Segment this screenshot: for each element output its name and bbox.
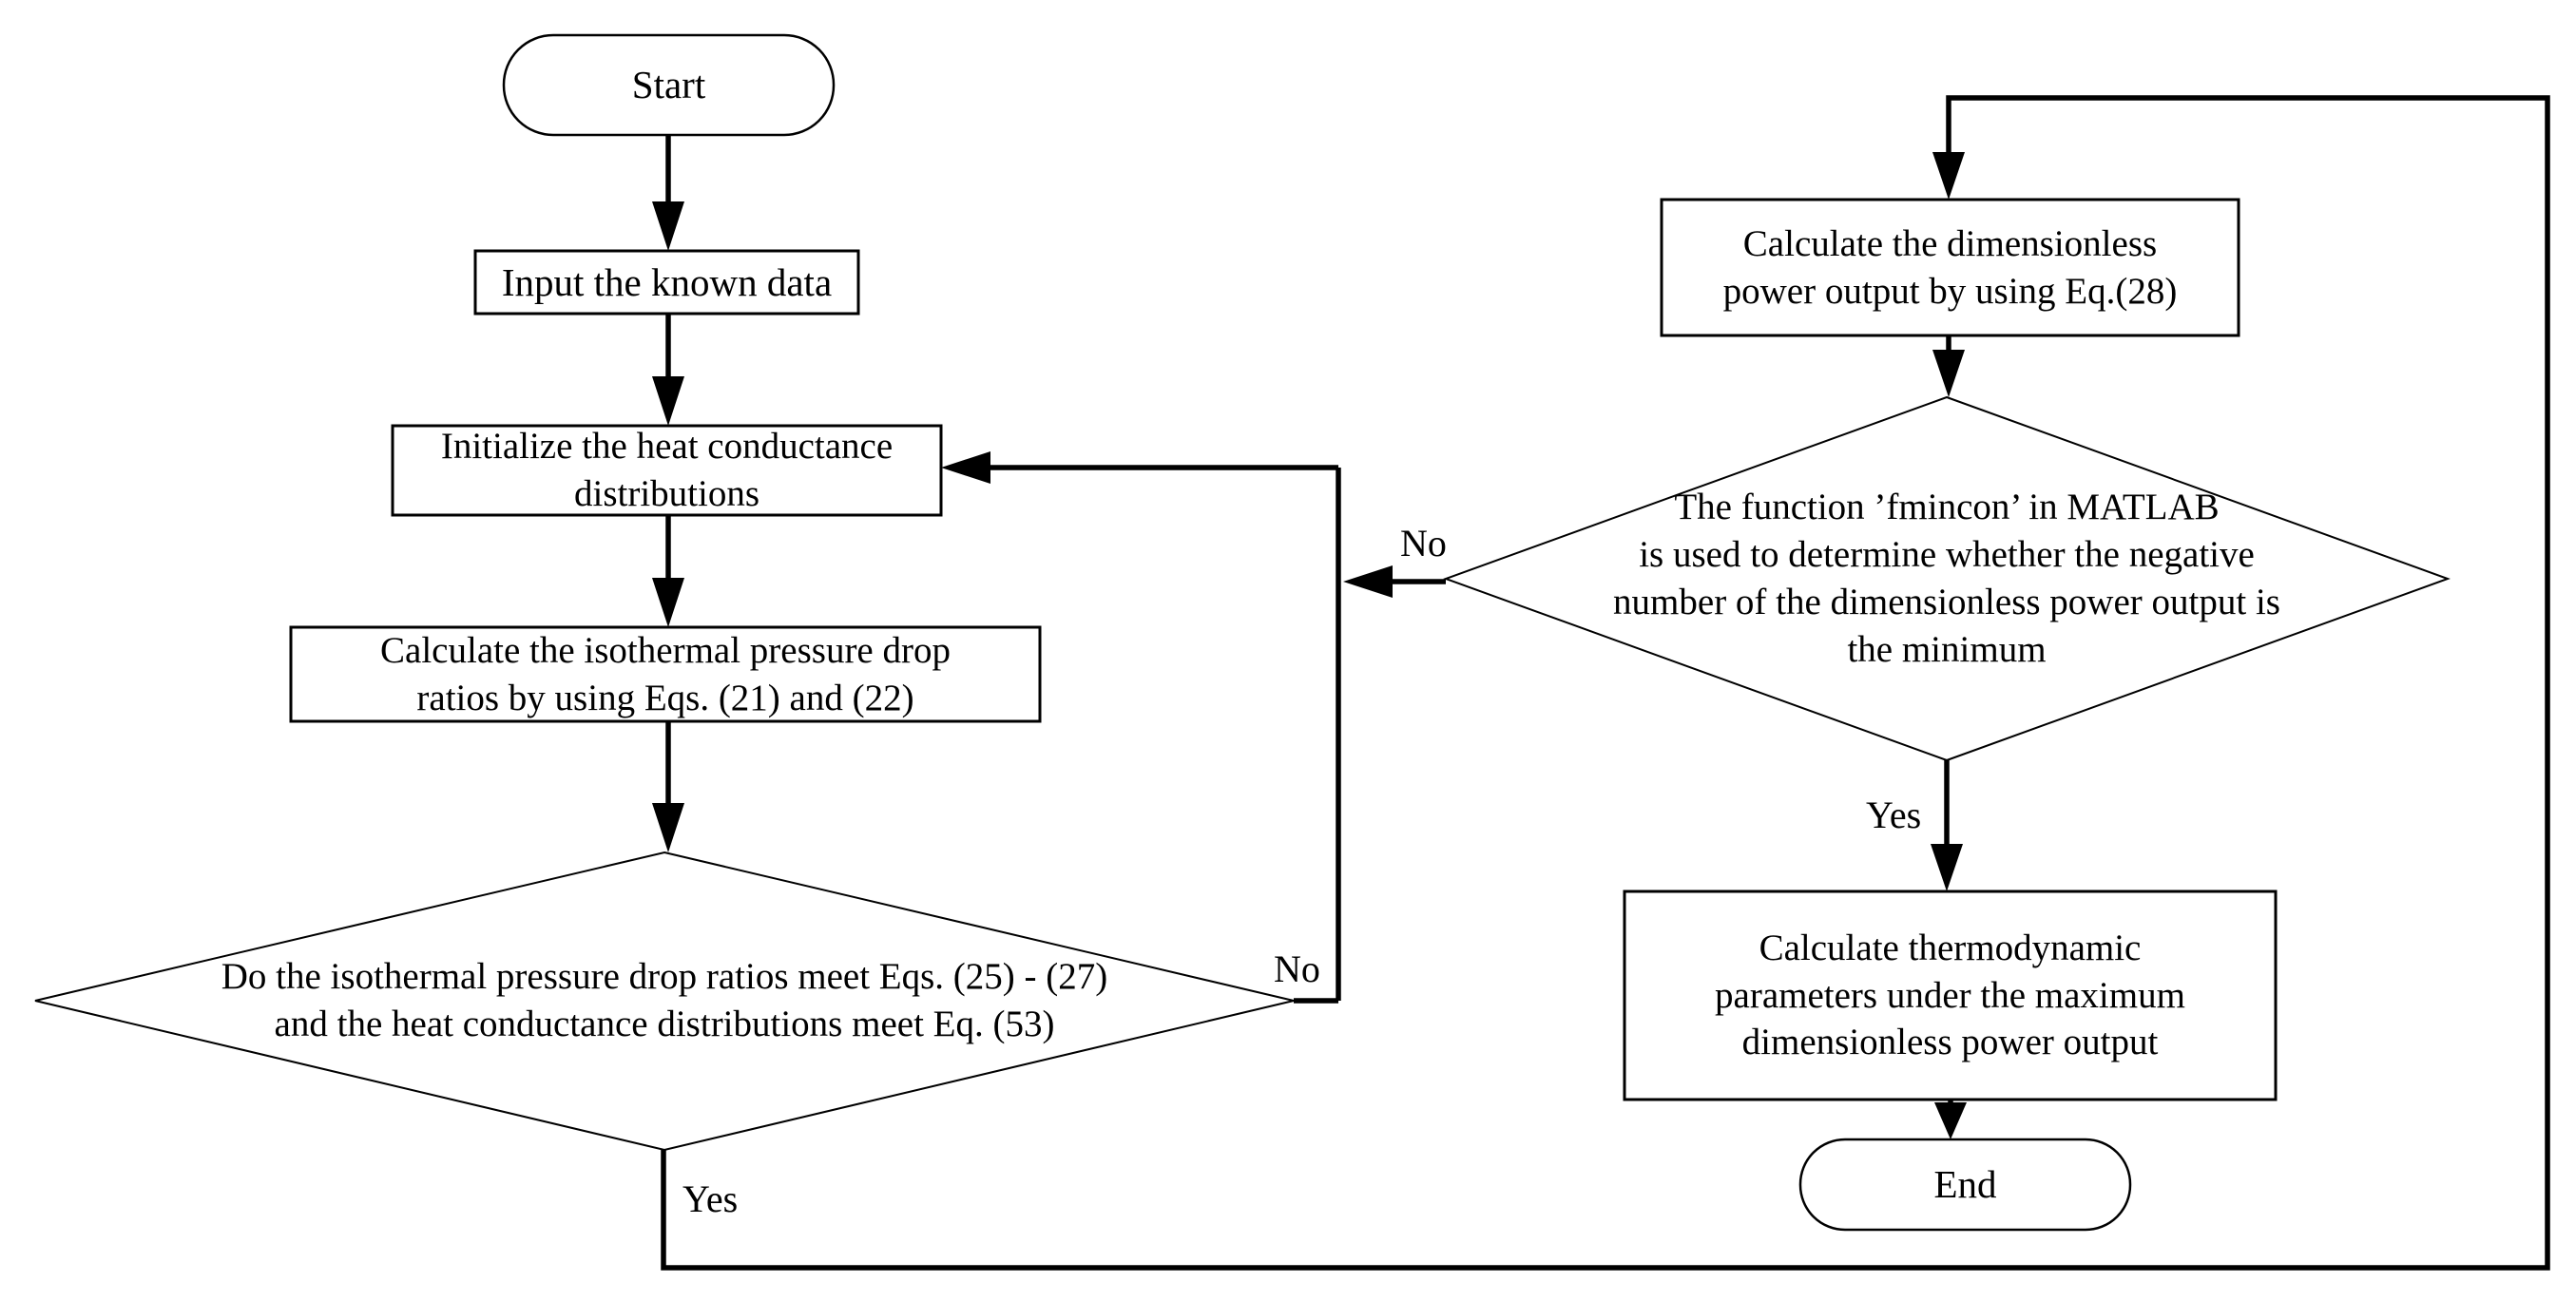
arrowhead-into-calc-thermo: [1931, 844, 1963, 891]
calc-pressure-shape: [289, 625, 1042, 723]
init-conductance-shape: [391, 424, 943, 517]
arrowhead-into-init: [652, 376, 684, 426]
decision-pressure-label: Do the isothermal pressure drop ratios m…: [221, 956, 1108, 1044]
end-label: End: [1933, 1162, 1997, 1207]
calc-thermo-shape: [1623, 890, 2278, 1101]
end-shape: [1798, 1138, 2132, 1232]
calc-pressure-label: Calculate the isothermal pressure drop r…: [380, 629, 951, 718]
arrowhead-into-end: [1934, 1102, 1967, 1139]
calc-power-label: Calculate the dimensionless power output…: [1722, 222, 2178, 312]
calc-power-shape: [1660, 198, 2240, 337]
arrowhead-no-right: [1343, 565, 1393, 598]
arrowhead-into-input: [652, 201, 684, 251]
input-data-label: Input the known data: [501, 259, 833, 304]
arrowhead-into-init-return: [941, 451, 990, 484]
edge-label-no-right: No: [1400, 522, 1447, 564]
arrowhead-into-calc-pressure: [652, 578, 684, 627]
edge-label-yes-left: Yes: [682, 1177, 739, 1220]
input-data-shape: [473, 249, 860, 316]
arrowheads: [652, 152, 1967, 1139]
arrowhead-into-decision-pressure: [652, 803, 684, 852]
start-label: Start: [631, 63, 706, 107]
start-shape: [502, 33, 836, 137]
arrowhead-into-decision-fmincon: [1932, 350, 1965, 397]
calc-thermo-label: Calculate thermodynamic parameters under…: [1715, 927, 2185, 1063]
decision-fmincon-label: The function ’fmincon’ in MATLAB is used…: [1613, 487, 2280, 670]
decision-pressure-shape: [34, 851, 1295, 1152]
edge-label-no-left: No: [1274, 947, 1320, 990]
edge-label-yes-right: Yes: [1866, 794, 1922, 836]
arrowhead-into-calc-power: [1932, 152, 1965, 200]
decision-fmincon-shape: [1443, 395, 2451, 762]
init-conductance-label: Initialize the heat conductance distribu…: [440, 426, 894, 514]
